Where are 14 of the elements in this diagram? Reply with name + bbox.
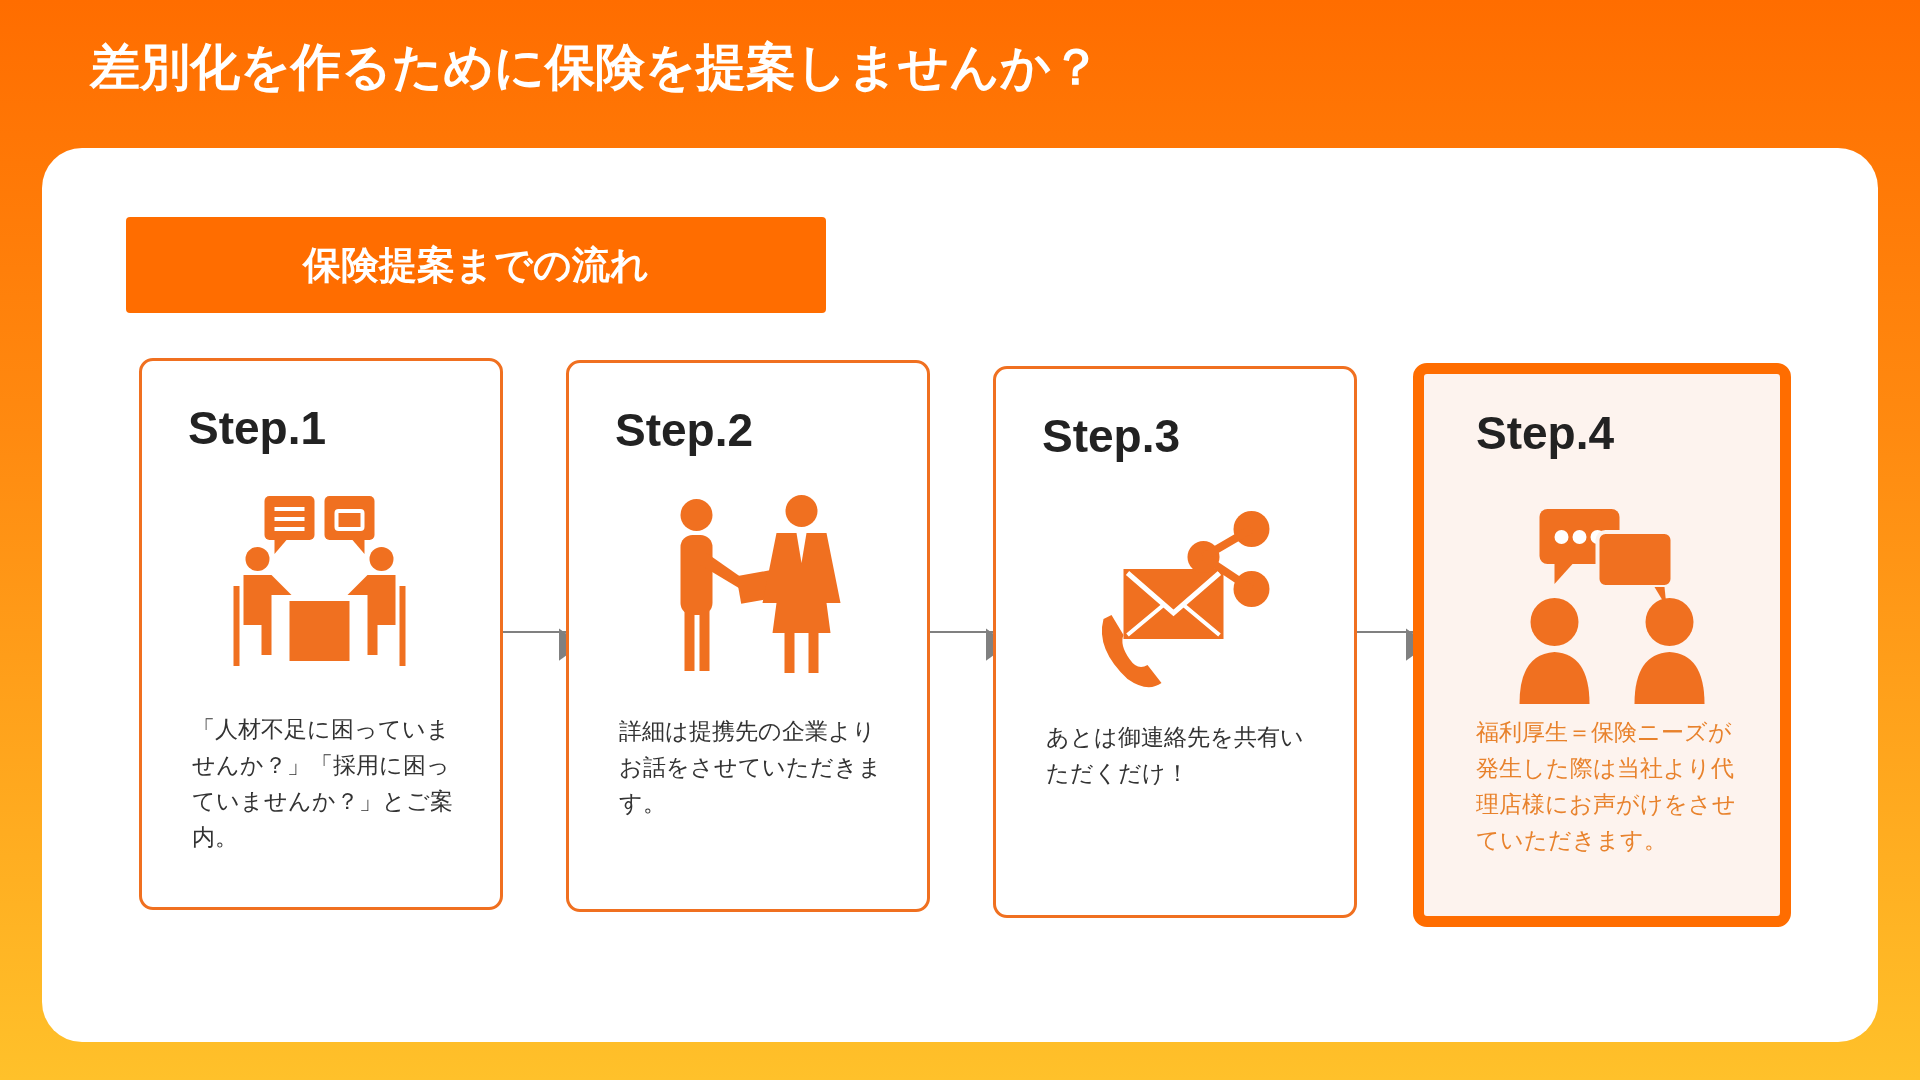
step-description: 「人材不足に困っていませんか？」「採用に困っていませんか？」とご案内。 bbox=[192, 715, 454, 852]
step-card bbox=[139, 358, 503, 910]
step-card bbox=[993, 366, 1357, 918]
step-description: 詳細は提携先の企業よりお話をさせていただきます。 bbox=[619, 717, 883, 818]
step-card bbox=[566, 360, 930, 912]
step-description: あとは御連絡先を共有いただくだけ！ bbox=[1046, 723, 1305, 788]
step-heading: Step.2 bbox=[615, 403, 754, 457]
step-heading: Step.3 bbox=[1042, 409, 1181, 463]
step-description: 福利厚生＝保険ニーズが発生した際は当社より代理店様にお声がけをさせていただきます。 bbox=[1476, 718, 1737, 855]
title: 差別化を作るために保険を提案しませんか？ bbox=[90, 37, 1101, 98]
step-card bbox=[1413, 363, 1791, 927]
step-heading: Step.4 bbox=[1476, 406, 1615, 460]
step-heading: Step.1 bbox=[188, 401, 327, 455]
section-heading-band: 保険提案までの流れ bbox=[126, 217, 826, 313]
